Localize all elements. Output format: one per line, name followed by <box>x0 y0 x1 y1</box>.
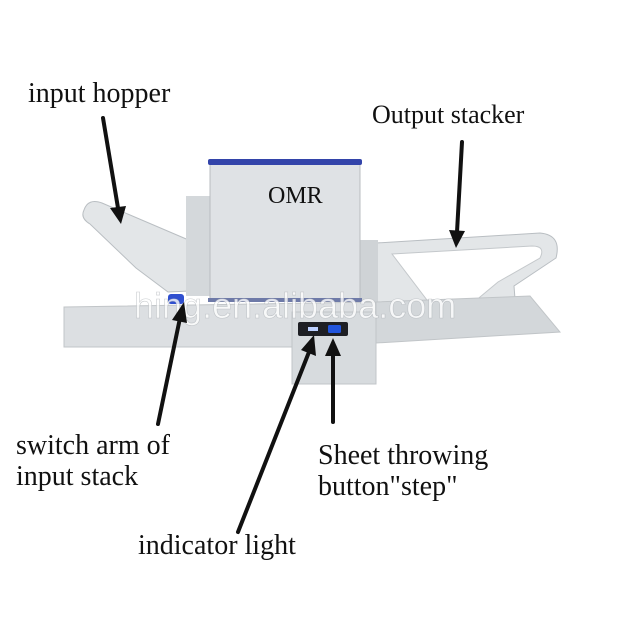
main-cover-bottom-trim <box>208 298 362 302</box>
rear-body <box>186 196 212 296</box>
label-switch-arm-line2: input stack <box>16 461 139 493</box>
label-indicator-light: indicator light <box>138 530 296 561</box>
label-sheet-throwing-line2: button"step" <box>318 471 458 503</box>
arrow-switch-arm <box>156 302 187 426</box>
step-button[interactable] <box>328 325 341 333</box>
indicator-light <box>308 327 318 331</box>
label-input-hopper: input hopper <box>28 78 171 109</box>
arrow-output-stacker <box>449 140 465 248</box>
label-sheet-throwing: Sheet throwing button"step" <box>318 440 488 503</box>
label-sheet-throwing-line1: Sheet throwing <box>318 440 489 471</box>
device-front-label: OMR <box>268 183 323 209</box>
arrow-indicator-light <box>236 335 316 534</box>
output-stacker-cutout <box>391 245 543 305</box>
right-body <box>360 240 378 302</box>
label-switch-arm-line1: switch arm of <box>16 430 170 461</box>
main-cover-top-trim <box>208 159 362 165</box>
watermark-text: hing.en.alibaba.com <box>134 285 456 326</box>
main-cover <box>209 160 361 302</box>
switch-arm[interactable] <box>168 294 184 304</box>
arrow-input-hopper <box>101 116 126 224</box>
label-switch-arm: switch arm of input stack <box>16 430 170 493</box>
arrow-step-button <box>325 338 341 424</box>
label-output-stacker: Output stacker <box>372 100 525 129</box>
